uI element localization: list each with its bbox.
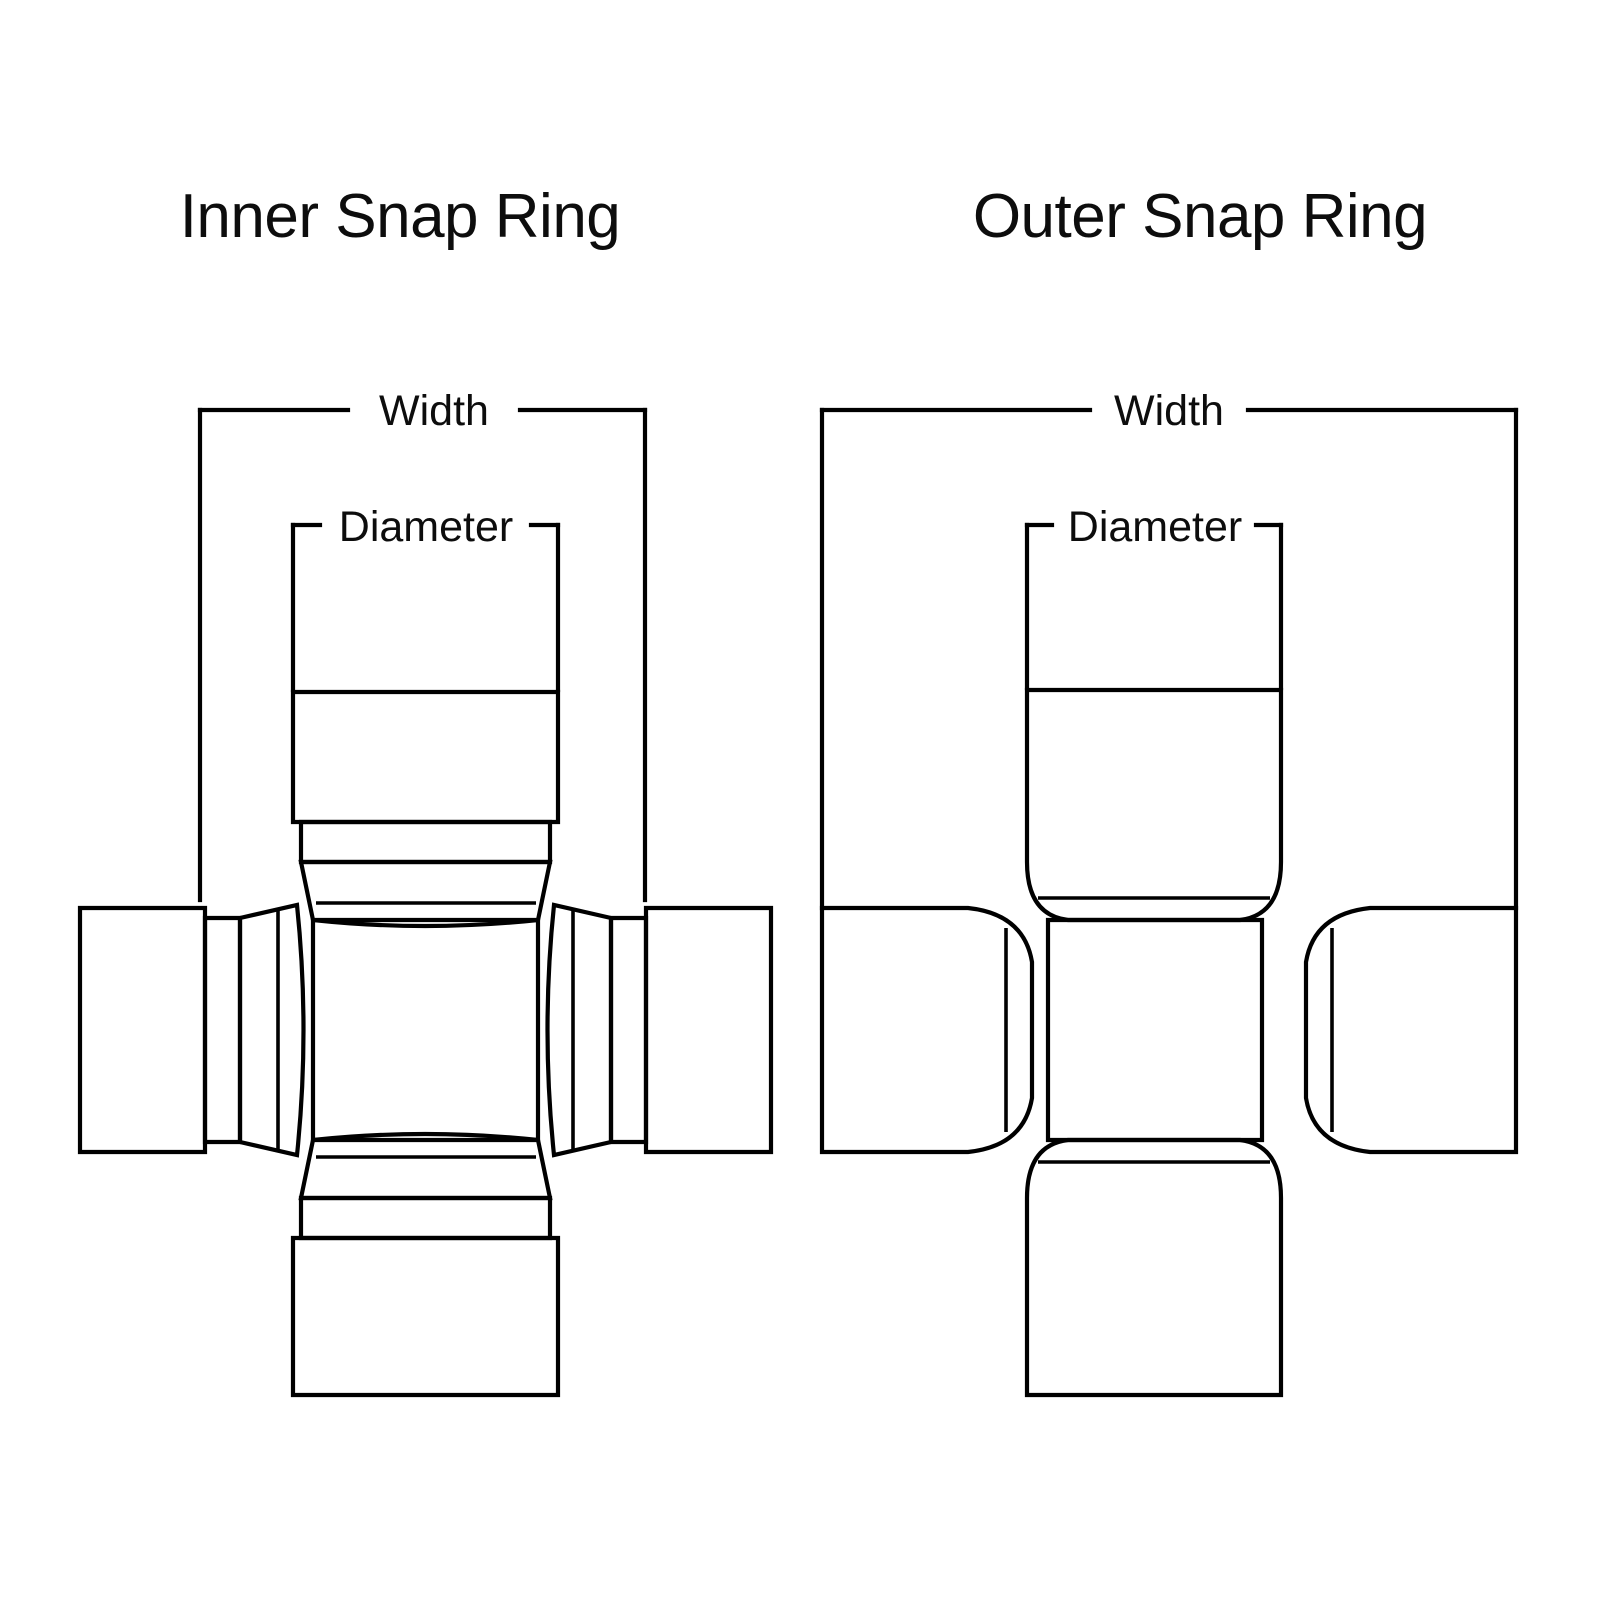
bottom-bearing-cap-inner [290,1131,561,1398]
right-cap-body [643,905,774,1155]
right-bearing-cap-inner [545,902,774,1158]
bottom-bearing-cap-outer [1024,1137,1284,1398]
bottom-cap-snap-ring-band [298,1195,553,1241]
top-cap-body [290,689,561,825]
width-dimension-outer: Width [819,387,1519,911]
panel-title-outer-snap-ring: Outer Snap Ring [972,182,1428,251]
outer-snap-ring-drawing: Width Diameter [819,387,1519,1398]
bottom-cap-body [1024,1137,1284,1398]
panel-title-inner-snap-ring: Inner Snap Ring [179,182,621,251]
bottom-cap-shoulder [298,1131,553,1201]
bottom-cap-body [290,1235,561,1398]
right-cap-body [1303,905,1519,1155]
right-cap-snap-ring-band [608,915,649,1145]
center-cross-body-outer [1045,917,1265,1143]
top-cap-shoulder [298,859,553,929]
top-cap-snap-ring-band [298,819,553,865]
cross-body-rect [1045,917,1265,1143]
top-bearing-cap-outer [1024,687,1284,923]
right-cap-shoulder [545,902,614,1158]
left-cap-snap-ring-band [202,915,243,1145]
inner-snap-ring-drawing: Width Diameter [77,387,774,1398]
diameter-label-inner: Diameter [339,503,513,551]
panel-outer-snap-ring: Outer Snap Ring Width Diameter [800,0,1600,1600]
width-dimension-inner: Width [197,387,648,903]
left-cap-body [819,905,1035,1155]
width-label-inner: Width [379,387,489,435]
width-label-outer: Width [1114,387,1224,435]
diameter-dimension-inner: Diameter [290,503,561,693]
left-bearing-cap-outer [819,905,1035,1155]
top-bearing-cap-inner [290,689,561,929]
left-cap-body [77,905,208,1155]
right-bearing-cap-outer [1303,905,1519,1155]
cross-body-rect [310,917,541,1143]
left-cap-shoulder [237,902,306,1158]
left-bearing-cap-inner [77,902,306,1158]
center-cross-body-inner [310,917,541,1143]
diameter-label-outer: Diameter [1068,503,1242,551]
panel-inner-snap-ring: Inner Snap Ring Width Diameter [77,182,774,1398]
diameter-dimension-outer: Diameter [1024,503,1284,691]
top-cap-body [1024,687,1284,923]
